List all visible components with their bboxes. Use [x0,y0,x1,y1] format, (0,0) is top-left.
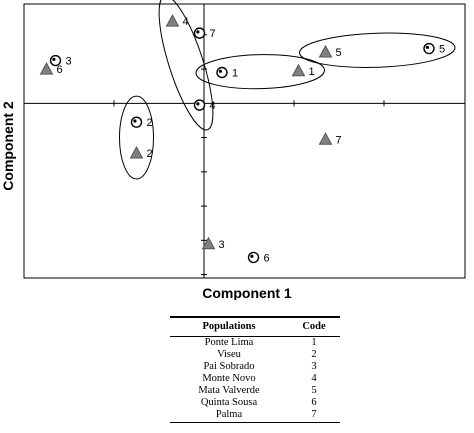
circle-marker-shade [425,45,429,49]
triangle-marker [318,132,333,145]
point-label: 5 [336,47,342,59]
circle-marker [193,99,206,111]
population-name: Monte Novo [202,373,256,384]
circle-marker-shade [196,30,200,34]
triangle-marker [291,63,306,77]
triangle-marker [165,14,180,27]
population-name: Mata Valverde [198,385,260,396]
point-label: 6 [264,252,270,264]
point-label: 2 [147,117,153,129]
group-ellipse [195,54,325,90]
point-label: 2 [147,148,153,160]
table-header-row: Populations Code [170,316,340,337]
header-populations: Populations [170,316,288,337]
triangle-marker [201,236,216,250]
circle-marker [130,116,143,128]
scatter-plot: 1 2 3 4 5 6 7 1 2 3 4 5 6 7 Component 2 Component 1 [0,0,466,300]
table-row: Viseu 2 [170,349,340,361]
circle-marker [193,27,206,39]
table-row: Ponte Lima 1 [170,337,340,350]
population-code: 4 [311,373,317,384]
group-ellipse [299,32,456,68]
triangle-marker [39,62,54,75]
table-row: Mata Valverde 5 [170,385,340,397]
point-label: 1 [232,68,238,80]
circle-marker [423,42,435,55]
population-code: 3 [311,361,317,372]
point-label: 6 [57,64,63,76]
y-axis-label: Component 2 [0,101,16,191]
table-row: Monte Novo 4 [170,373,340,385]
population-code: 7 [288,409,340,423]
population-name: Viseu [217,349,241,360]
triangle-marker [318,44,333,58]
circle-marker-shade [133,119,137,123]
circle-marker-shade [196,102,200,106]
point-label: 5 [439,44,445,56]
population-name: Quinta Sousa [200,397,258,408]
point-label: 1 [309,66,315,78]
circle-marker-shade [250,254,254,258]
circle-marker [247,251,260,264]
population-code: 2 [311,349,317,360]
population-code: 1 [311,337,317,348]
x-axis-label: Component 1 [202,285,292,300]
triangle-marker [129,145,144,159]
point-label: 7 [336,134,342,146]
circle-marker-shade [52,57,56,61]
circle-marker [216,66,228,79]
point-label: 3 [66,56,72,68]
population-name: Pai Sobrado [203,361,255,372]
population-code-table: Populations Code Ponte Lima 1 Viseu 2 Pai … [170,316,340,423]
point-label: 4 [183,16,189,28]
table-row: Quinta Sousa 6 [170,397,340,409]
point-label: 4 [210,100,216,112]
circle-marker-shade [218,69,222,73]
population-code: 6 [311,397,317,408]
header-code: Code [288,316,340,337]
group-ellipse [119,95,154,180]
plot-frame [23,3,466,279]
table-row: Pai Sobrado 3 [170,361,340,373]
group-ellipse [158,0,214,131]
population-code: 5 [311,385,317,396]
point-label: 3 [219,239,225,251]
population-name: Ponte Lima [204,337,254,348]
population-name: Palma [170,409,288,423]
point-label: 7 [210,28,216,40]
